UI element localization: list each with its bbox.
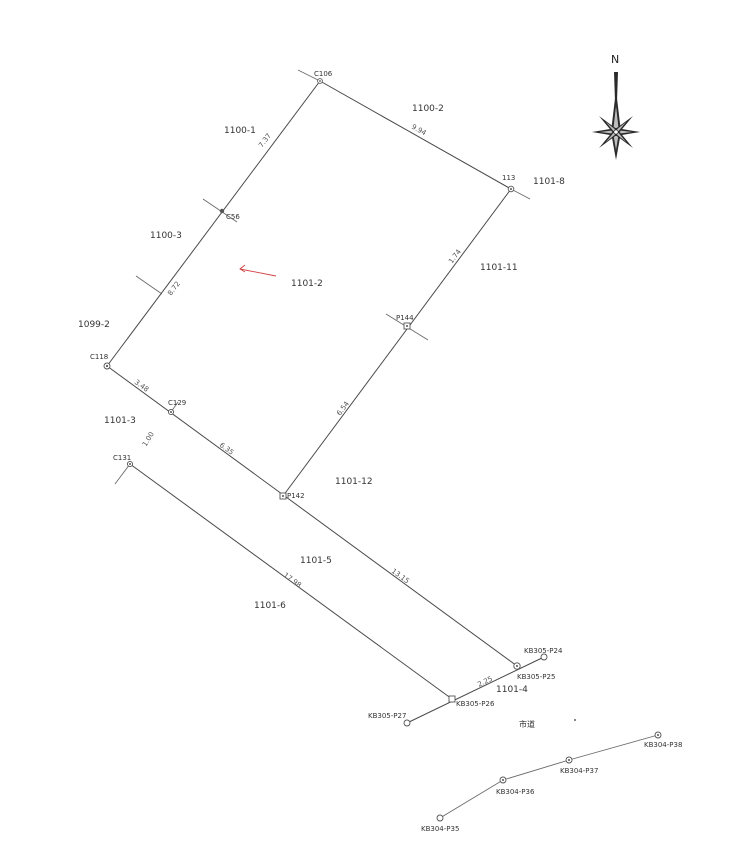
line-c118-kb305p25 [106,365,518,667]
distance-label-17-98: 17.98 [282,571,303,589]
distance-label-6-35: 6.35 [218,441,235,457]
parcel-label-1101-11: 1101-11 [480,263,518,273]
small-dot-mark [574,719,576,721]
point-kb304-p35 [436,814,444,822]
parcel-labels: 1100-1 1100-2 1100-3 1099-2 1101-2 1101-… [78,104,565,695]
point-kb304-p36 [499,776,507,784]
point-kb305-p25 [513,662,521,670]
point-kb304-p38 [654,731,662,739]
point-label-c131: C131 [113,454,131,462]
boundary-lines [106,80,545,724]
parcel-label-1101-5: 1101-5 [300,556,332,566]
point-c129 [167,408,175,416]
point-label-kb304-p38: KB304-P38 [644,741,682,749]
tick-113-se [510,188,531,200]
point-label-kb304-p36: KB304-P36 [496,788,535,796]
survey-points [103,78,662,822]
line-113-p142 [282,188,512,497]
compass-rose-icon [592,72,640,160]
point-label-p144: P144 [396,314,414,322]
parcel-label-1101-8: 1101-8 [533,177,565,187]
point-p144 [403,322,411,330]
line-c106-c118 [106,80,321,367]
red-arrow-shaft [239,268,277,277]
line-c131-kb305p26 [129,463,453,700]
parcel-label-1101-12: 1101-12 [335,477,373,487]
road-label: 市道 [519,719,535,729]
parcel-label-1101-2: 1101-2 [291,279,323,289]
point-label-c106: C106 [314,70,333,78]
point-kb305-p27 [403,719,411,727]
point-kb305-p26 [448,695,456,703]
distance-label-1-00: 1.00 [141,431,156,448]
point-c56 [219,208,225,214]
parcel-label-1101-3: 1101-3 [104,416,136,426]
distance-label-8-72: 8.72 [166,280,182,297]
north-compass: N [592,53,640,160]
road-centerline [439,734,659,819]
point-label-kb304-p37: KB304-P37 [560,767,598,775]
distance-labels: 7.37 9.94 8.72 1.74 6.54 3.48 6.35 1.00 … [133,123,494,689]
parcel-label-1100-1: 1100-1 [224,126,256,136]
line-c106-113 [319,80,512,190]
point-label-kb304-p35: KB304-P35 [421,825,459,833]
parcel-label-1100-2: 1100-2 [412,104,444,114]
line-kb305p27-kb305p24 [406,656,545,724]
north-label: N [611,53,619,66]
point-c131 [126,460,134,468]
point-label-c129: C129 [168,399,186,407]
red-arrow-head [239,264,246,273]
point-kb304-p37 [565,756,573,764]
point-label-113: 113 [502,174,515,182]
distance-label-9-94: 9.94 [410,123,428,138]
point-c106 [317,78,323,84]
point-label-c118: C118 [90,353,108,361]
distance-label-2-25: 2.25 [476,675,494,689]
distance-label-6-54: 6.54 [335,400,351,418]
point-label-kb305-p27: KB305-P27 [368,712,406,720]
point-p142 [279,492,287,500]
red-arrow [239,264,277,277]
point-label-kb305-p24: KB305-P24 [524,647,563,655]
point-kb305-p24 [540,653,548,661]
parcel-label-1100-3: 1100-3 [150,231,182,241]
distance-label-13-15: 13.15 [390,567,411,585]
parcel-label-1099-2: 1099-2 [78,320,110,330]
extension-ticks [114,69,531,485]
road-line [439,734,659,819]
point-label-kb305-p26: KB305-P26 [456,700,495,708]
point-labels: C106 C56 C118 C129 C131 113 P144 P142 KB… [90,70,682,833]
point-label-p142: P142 [287,492,305,500]
parcel-label-1101-4: 1101-4 [496,685,528,695]
parcel-label-1101-6: 1101-6 [254,601,286,611]
tick-left-edge [135,275,163,295]
point-113 [507,185,515,193]
tick-c106-nw [297,69,321,82]
point-c118 [103,362,111,370]
point-label-c56: C56 [226,213,240,221]
point-label-kb305-p25: KB305-P25 [517,673,555,681]
tick-c131-sw [114,463,131,485]
